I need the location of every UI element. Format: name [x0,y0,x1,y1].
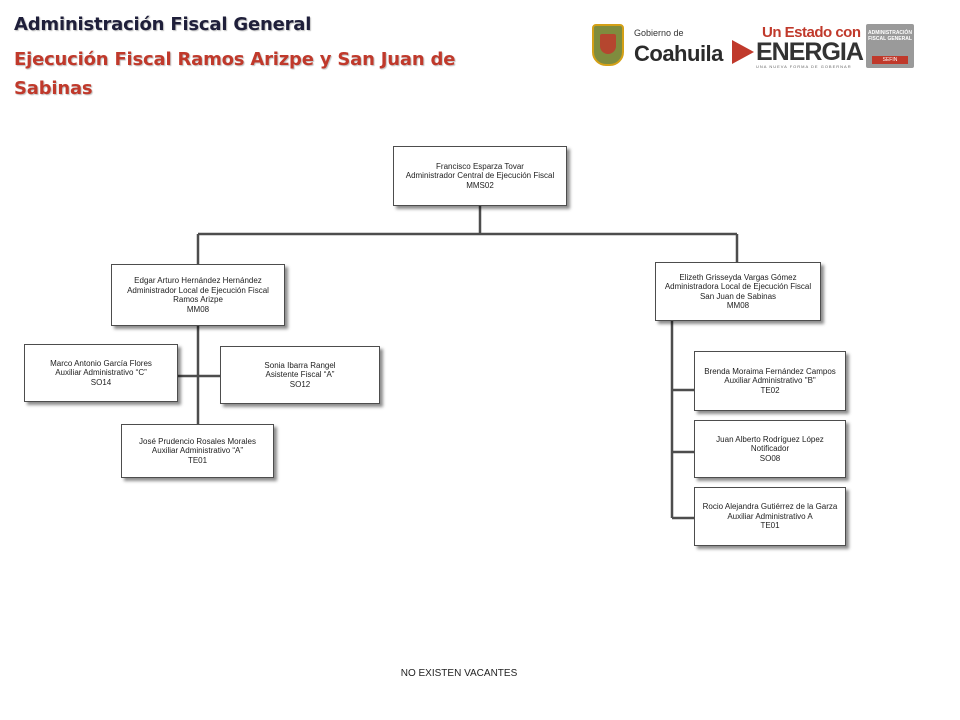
node-role: Auxiliar Administrativo “C” [55,368,147,378]
page-title: Administración Fiscal General [14,14,312,35]
node-code: TE01 [760,521,780,531]
node-name: Juan Alberto Rodríguez López [716,434,824,444]
energia-label: ENERGIA [756,38,864,66]
node-name: Elizeth Grisseyda Vargas Gómez [679,272,797,282]
node-role: Auxiliar Administrativo A [727,511,813,521]
afg-logo: ADMINISTRACIÓN FISCAL GENERAL SEFIN [866,24,914,68]
gobierno-label: Gobierno de [634,28,684,38]
org-node-central: Francisco Esparza Tovar Administrador Ce… [393,146,567,206]
org-node-ramos-arizpe: Edgar Arturo Hernández Hernández Adminis… [111,264,285,326]
node-code: MMS02 [466,180,494,190]
org-node-juan: Juan Alberto Rodríguez López Notificador… [694,420,846,478]
node-role: Auxiliar Administrativo "B" [724,376,816,386]
coahuila-label: Coahuila [634,41,723,66]
node-code: MM08 [726,301,750,310]
node-code: SO08 [759,453,781,463]
node-role: Administrador Central de Ejecución Fisca… [405,171,555,181]
node-code: SO14 [90,377,112,387]
node-code: TE02 [760,385,780,395]
node-code: TE01 [187,455,208,465]
node-name: José Prudencio Rosales Morales [139,436,256,446]
node-name: Rocio Alejandra Gutiérrez de la Garza [702,502,838,512]
node-role: Notificador [750,444,790,454]
node-role: Auxiliar Administrativo “A” [151,446,244,456]
energia-arrow-icon [732,40,754,64]
node-name: Brenda Moraima Fernández Campos [704,366,836,376]
node-role: Administrador Local de Ejecución Fiscal … [127,285,269,305]
node-name: Francisco Esparza Tovar [436,161,524,171]
energia-tagline: UNA NUEVA FORMA DE GOBERNAR [756,64,852,69]
node-name: Edgar Arturo Hernández Hernández [134,276,262,285]
node-name: Sonia Ibarra Rangel [264,360,336,370]
node-role: Administradora Local de Ejecución Fiscal… [664,282,812,301]
afg-line1: ADMINISTRACIÓN [868,30,912,36]
node-code: SO12 [289,379,311,389]
node-code: MM08 [186,304,210,314]
vacancies-note: NO EXISTEN VACANTES [400,668,518,679]
header-logos: Gobierno de Coahuila Un Estado con ENERG… [590,22,920,74]
page-subtitle: Ejecución Fiscal Ramos Arizpe y San Juan… [14,49,456,99]
afg-line2: FISCAL GENERAL [868,36,912,42]
org-node-marco: Marco Antonio García Flores Auxiliar Adm… [24,344,178,402]
sefin-badge: SEFIN [872,56,908,64]
org-node-rocio: Rocio Alejandra Gutiérrez de la Garza Au… [694,487,846,546]
org-node-san-juan-sabinas: Elizeth Grisseyda Vargas Gómez Administr… [655,262,821,321]
node-name: Marco Antonio García Flores [50,358,152,368]
org-node-sonia: Sonia Ibarra Rangel Asistente Fiscal “A”… [220,346,380,404]
node-role: Asistente Fiscal “A” [265,370,335,380]
org-node-jose: José Prudencio Rosales Morales Auxiliar … [121,424,274,478]
org-node-brenda: Brenda Moraima Fernández Campos Auxiliar… [694,351,846,411]
estado-label: Un Estado con [762,24,861,41]
coahuila-crest-icon [592,24,624,66]
